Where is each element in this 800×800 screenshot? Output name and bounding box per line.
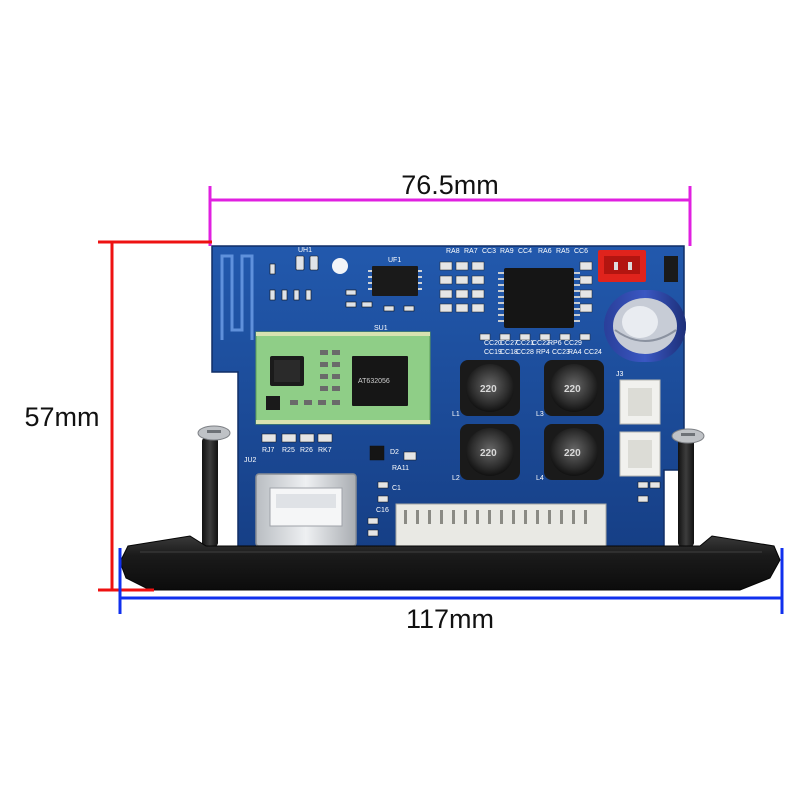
label-cc27: CC27 bbox=[500, 340, 518, 347]
dimension-top: 76.5mm bbox=[208, 170, 692, 246]
front-bezel bbox=[119, 535, 781, 591]
label-cc23: CC23 bbox=[552, 349, 570, 356]
label-cc19: CC19 bbox=[484, 349, 502, 356]
chip-uf1-pins bbox=[368, 270, 422, 290]
dimension-bottom-label: 117mm bbox=[406, 604, 494, 634]
mounting-post-right bbox=[671, 428, 705, 546]
label-l2: L2 bbox=[452, 475, 460, 482]
speaker-connector-top bbox=[619, 379, 661, 425]
mounting-post-left bbox=[197, 425, 231, 546]
label-l3: L3 bbox=[536, 411, 544, 418]
bluetooth-module bbox=[255, 331, 431, 425]
label-ra6: RA6 bbox=[538, 248, 552, 255]
label-ra5: RA5 bbox=[556, 248, 570, 255]
label-rp4: RP4 bbox=[536, 349, 550, 356]
label-ra4: RA4 bbox=[568, 349, 582, 356]
amplifier-chip bbox=[504, 268, 574, 328]
smd-components-top-left bbox=[269, 255, 415, 312]
label-uf1: UF1 bbox=[388, 257, 401, 264]
label-uh1: UH1 bbox=[298, 247, 312, 254]
label-c1: C1 bbox=[392, 485, 401, 492]
label-l4: L4 bbox=[536, 475, 544, 482]
amplifier-chip-pins bbox=[498, 272, 580, 322]
label-cc28: CC28 bbox=[516, 349, 534, 356]
smd-components-bottom bbox=[261, 433, 661, 537]
label-cc20: CC20 bbox=[484, 340, 502, 347]
usb-port bbox=[255, 473, 357, 547]
label-ju2: JU2 bbox=[244, 457, 257, 464]
dimension-height: 57mm bbox=[24, 240, 212, 592]
label-cc6: CC6 bbox=[574, 248, 588, 255]
label-rj7: RJ7 bbox=[262, 447, 275, 454]
dimension-height-label: 57mm bbox=[24, 402, 99, 432]
smd-chip-right bbox=[664, 256, 678, 282]
inductor-l1-value: 220 bbox=[480, 384, 497, 395]
label-l1: L1 bbox=[452, 411, 460, 418]
mounting-hole-marker bbox=[332, 258, 348, 274]
label-cc24: CC24 bbox=[584, 349, 602, 356]
inductor-l3-value: 220 bbox=[564, 384, 581, 395]
label-j3: J3 bbox=[616, 371, 624, 378]
label-ra11: RA11 bbox=[392, 465, 409, 472]
label-cc29: CC29 bbox=[564, 340, 582, 347]
label-c16: C16 bbox=[376, 507, 389, 514]
label-su1: SU1 bbox=[374, 325, 388, 332]
label-cc21: CC21 bbox=[516, 340, 534, 347]
inductor-l3 bbox=[544, 360, 604, 416]
ribbon-connector bbox=[395, 503, 607, 547]
label-rp6: RP6 bbox=[548, 340, 562, 347]
label-ra9: RA9 bbox=[500, 248, 514, 255]
dimension-top-label: 76.5mm bbox=[401, 170, 499, 200]
electrolytic-capacitor bbox=[604, 290, 686, 362]
label-ra7: RA7 bbox=[464, 248, 478, 255]
smd-resistor-arrays bbox=[439, 261, 593, 341]
label-d2: D2 bbox=[390, 449, 399, 456]
speaker-connector-bottom bbox=[619, 431, 661, 477]
label-rk7: RK7 bbox=[318, 447, 332, 454]
inductor-l4 bbox=[544, 424, 604, 480]
bt-chip-marking: AT632056 bbox=[358, 378, 390, 385]
dimension-bottom: 117mm bbox=[118, 548, 784, 634]
chip-uf1 bbox=[372, 266, 418, 296]
label-r26: R26 bbox=[300, 447, 313, 454]
label-cc22: CC22 bbox=[532, 340, 550, 347]
label-r25: R25 bbox=[282, 447, 295, 454]
bt-main-chip bbox=[352, 356, 408, 406]
power-connector-red bbox=[598, 250, 646, 282]
inductor-l1 bbox=[460, 360, 520, 416]
inductor-l2 bbox=[460, 424, 520, 480]
pcb-board: UH1 UF1 SU1 RA8 RA7 CC3 RA9 CC4 RA6 RA5 … bbox=[211, 245, 686, 549]
label-cc18: CC18 bbox=[500, 349, 518, 356]
pcb-antenna-trace bbox=[220, 254, 254, 340]
label-cc3: CC3 bbox=[482, 248, 496, 255]
inductor-l2-value: 220 bbox=[480, 448, 497, 459]
inductor-l4-value: 220 bbox=[564, 448, 581, 459]
label-cc4: CC4 bbox=[518, 248, 532, 255]
label-ra8: RA8 bbox=[446, 248, 460, 255]
